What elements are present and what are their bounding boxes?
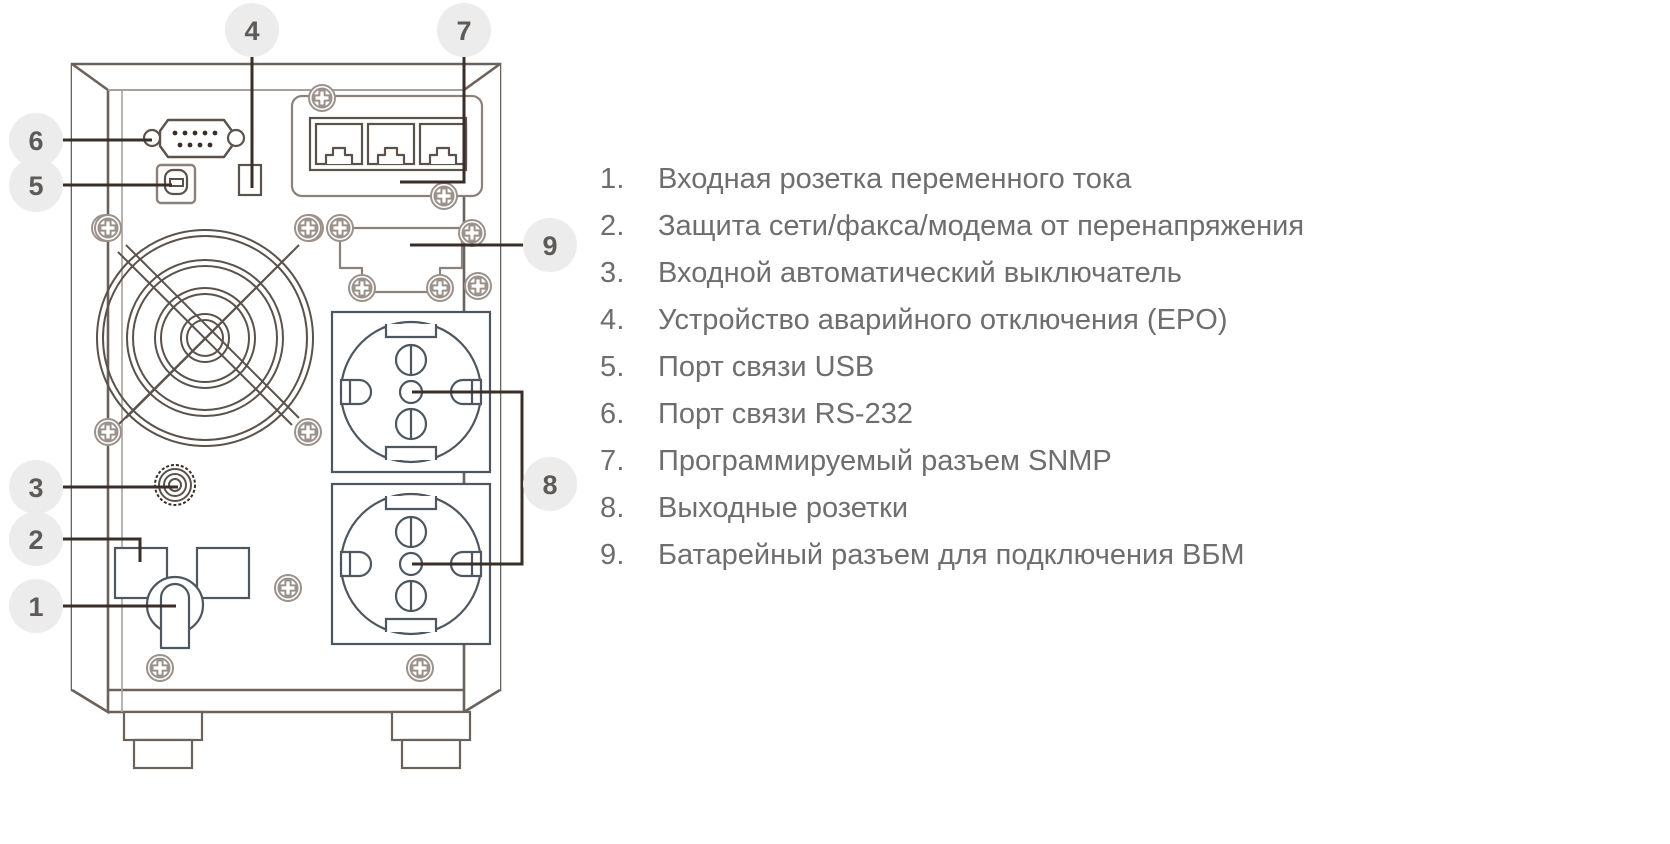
callout-badge-3-label: 3 bbox=[28, 473, 43, 503]
legend-item-7: 7. Программируемый разъем SNMP bbox=[600, 445, 1580, 492]
snmp-slot bbox=[290, 84, 484, 210]
legend-item-7-label: Программируемый разъем SNMP bbox=[658, 445, 1112, 477]
rs232-port bbox=[142, 118, 246, 159]
legend-item-1-number: 1. bbox=[600, 163, 625, 195]
input-circuit-breaker bbox=[154, 464, 196, 506]
fan-grille bbox=[94, 214, 322, 447]
legend-item-8: 8. Выходные розетки bbox=[600, 492, 1580, 539]
legend-item-4-label: Устройство аварийного отключения (EPO) bbox=[658, 304, 1228, 336]
legend-item-5-number: 5. bbox=[600, 351, 625, 383]
callout-badge-4[interactable]: 4 bbox=[225, 3, 279, 57]
callout-badge-7[interactable]: 7 bbox=[437, 3, 491, 57]
legend-item-9-number: 9. bbox=[600, 539, 625, 571]
legend-item-3-label: Входной автоматический выключатель bbox=[658, 257, 1182, 289]
callout-badge-6[interactable]: 6 bbox=[9, 113, 63, 167]
leader-line-2 bbox=[62, 537, 142, 562]
legend-item-1-label: Входная розетка переменного тока bbox=[658, 163, 1132, 195]
legend-item-9: 9. Батарейный разъем для подключения ВБМ bbox=[600, 539, 1580, 586]
legend-item-4-number: 4. bbox=[600, 304, 625, 336]
legend-list: 1. Входная розетка переменного тока 2. З… bbox=[600, 163, 1580, 586]
leader-line-7 bbox=[400, 48, 466, 184]
callout-badge-2[interactable]: 2 bbox=[9, 512, 63, 566]
callout-badge-7-label: 7 bbox=[456, 16, 471, 46]
callout-badge-9[interactable]: 9 bbox=[523, 218, 577, 272]
callout-badge-5-label: 5 bbox=[28, 171, 43, 201]
legend-item-2-label: Защита сети/факса/модема от перенапряжен… bbox=[658, 210, 1305, 242]
legend-item-1: 1. Входная розетка переменного тока bbox=[600, 163, 1580, 210]
legend-item-8-number: 8. bbox=[600, 492, 625, 524]
legend-item-5: 5. Порт связи USB bbox=[600, 351, 1580, 398]
legend-item-2-number: 2. bbox=[600, 210, 625, 242]
legend-item-9-label: Батарейный разъем для подключения ВБМ bbox=[658, 539, 1245, 571]
legend-item-2: 2. Защита сети/факса/модема от перенапря… bbox=[600, 210, 1580, 257]
legend-item-6: 6. Порт связи RS-232 bbox=[600, 398, 1580, 445]
legend-item-6-label: Порт связи RS-232 bbox=[658, 398, 913, 430]
callout-badge-9-label: 9 bbox=[542, 231, 557, 261]
legend-item-3: 3. Входной автоматический выключатель bbox=[600, 257, 1580, 304]
callout-badge-8[interactable]: 8 bbox=[523, 457, 577, 511]
callout-badge-1-label: 1 bbox=[28, 592, 43, 622]
callout-badge-3[interactable]: 3 bbox=[9, 460, 63, 514]
callout-badge-4-label: 4 bbox=[244, 16, 259, 46]
legend-item-5-label: Порт связи USB bbox=[658, 351, 875, 383]
chassis-feet bbox=[122, 710, 472, 770]
legend-item-3-number: 3. bbox=[600, 257, 625, 289]
legend-item-8-label: Выходные розетки bbox=[658, 492, 909, 524]
legend-item-7-number: 7. bbox=[600, 445, 625, 477]
callout-badge-8-label: 8 bbox=[542, 470, 557, 500]
legend-item-4: 4. Устройство аварийного отключения (EPO… bbox=[600, 304, 1580, 351]
callout-badge-2-label: 2 bbox=[28, 525, 43, 555]
legend-item-6-number: 6. bbox=[600, 398, 625, 430]
epo-connector bbox=[237, 163, 263, 197]
callout-badge-1[interactable]: 1 bbox=[9, 579, 63, 633]
callout-badge-6-label: 6 bbox=[28, 126, 43, 156]
leader-line-8 bbox=[412, 390, 524, 566]
callout-badge-5[interactable]: 5 bbox=[9, 158, 63, 212]
